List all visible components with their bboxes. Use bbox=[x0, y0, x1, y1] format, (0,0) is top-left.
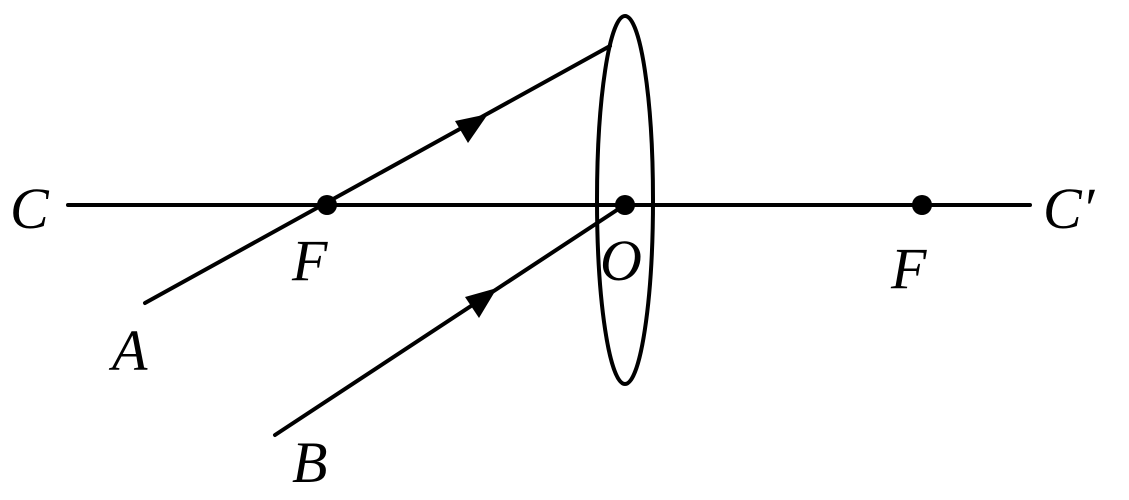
label-axis-left: C bbox=[10, 176, 50, 241]
focus-right-point bbox=[912, 195, 932, 215]
label-focus-left: F bbox=[291, 228, 328, 293]
ray-b bbox=[273, 206, 622, 437]
focus-left-point bbox=[317, 195, 337, 215]
label-ray-a: A bbox=[108, 318, 148, 383]
ray-b-arrowhead bbox=[465, 288, 497, 318]
convex-lens bbox=[595, 14, 655, 386]
ray-a-arrowhead bbox=[455, 114, 488, 143]
label-axis-right: C′ bbox=[1043, 176, 1096, 241]
label-optical-center: O bbox=[600, 228, 642, 293]
ray-a bbox=[143, 44, 612, 305]
label-ray-b: B bbox=[292, 430, 327, 495]
label-focus-right: F bbox=[890, 236, 927, 301]
optical-center-point bbox=[615, 195, 635, 215]
